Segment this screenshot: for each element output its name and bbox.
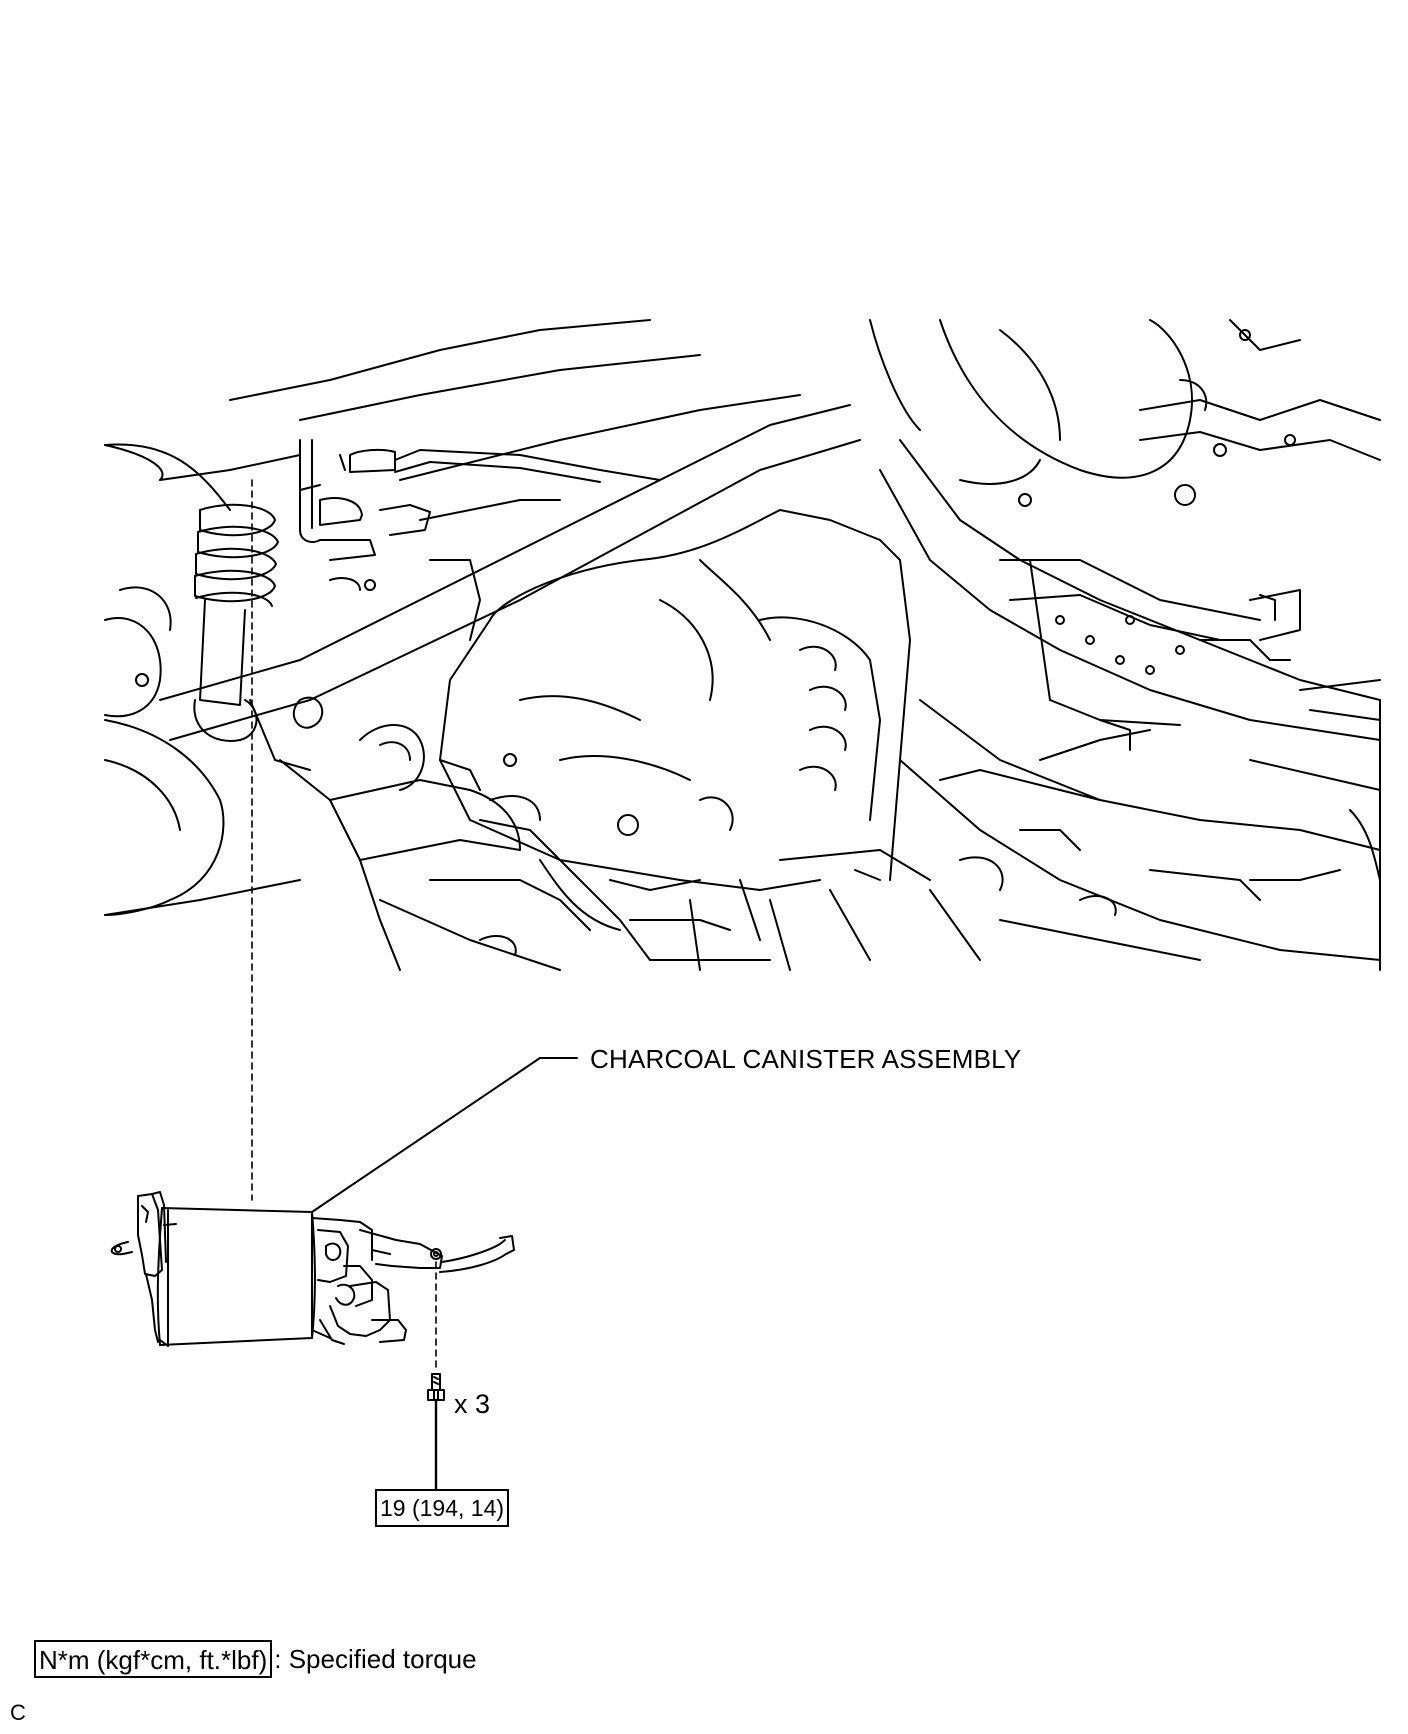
torque-unit-box: N*m (kgf*cm, ft.*lbf) — [34, 1640, 273, 1678]
part-label: CHARCOAL CANISTER ASSEMBLY — [590, 1044, 1022, 1074]
vehicle-underbody-drawing — [104, 319, 1381, 971]
torque-legend-text: : Specified torque — [274, 1643, 477, 1674]
torque-spec-box: 19 (194, 14) — [375, 1489, 509, 1527]
torque-legend: N*m (kgf*cm, ft.*lbf) : Specified torque — [34, 1640, 477, 1678]
charcoal-canister-drawing — [110, 1191, 515, 1347]
bolt-icon — [427, 1373, 445, 1401]
figure-code: C — [10, 1700, 26, 1725]
part-leader-line — [311, 1057, 578, 1213]
fastener-quantity: x 3 — [454, 1389, 491, 1419]
